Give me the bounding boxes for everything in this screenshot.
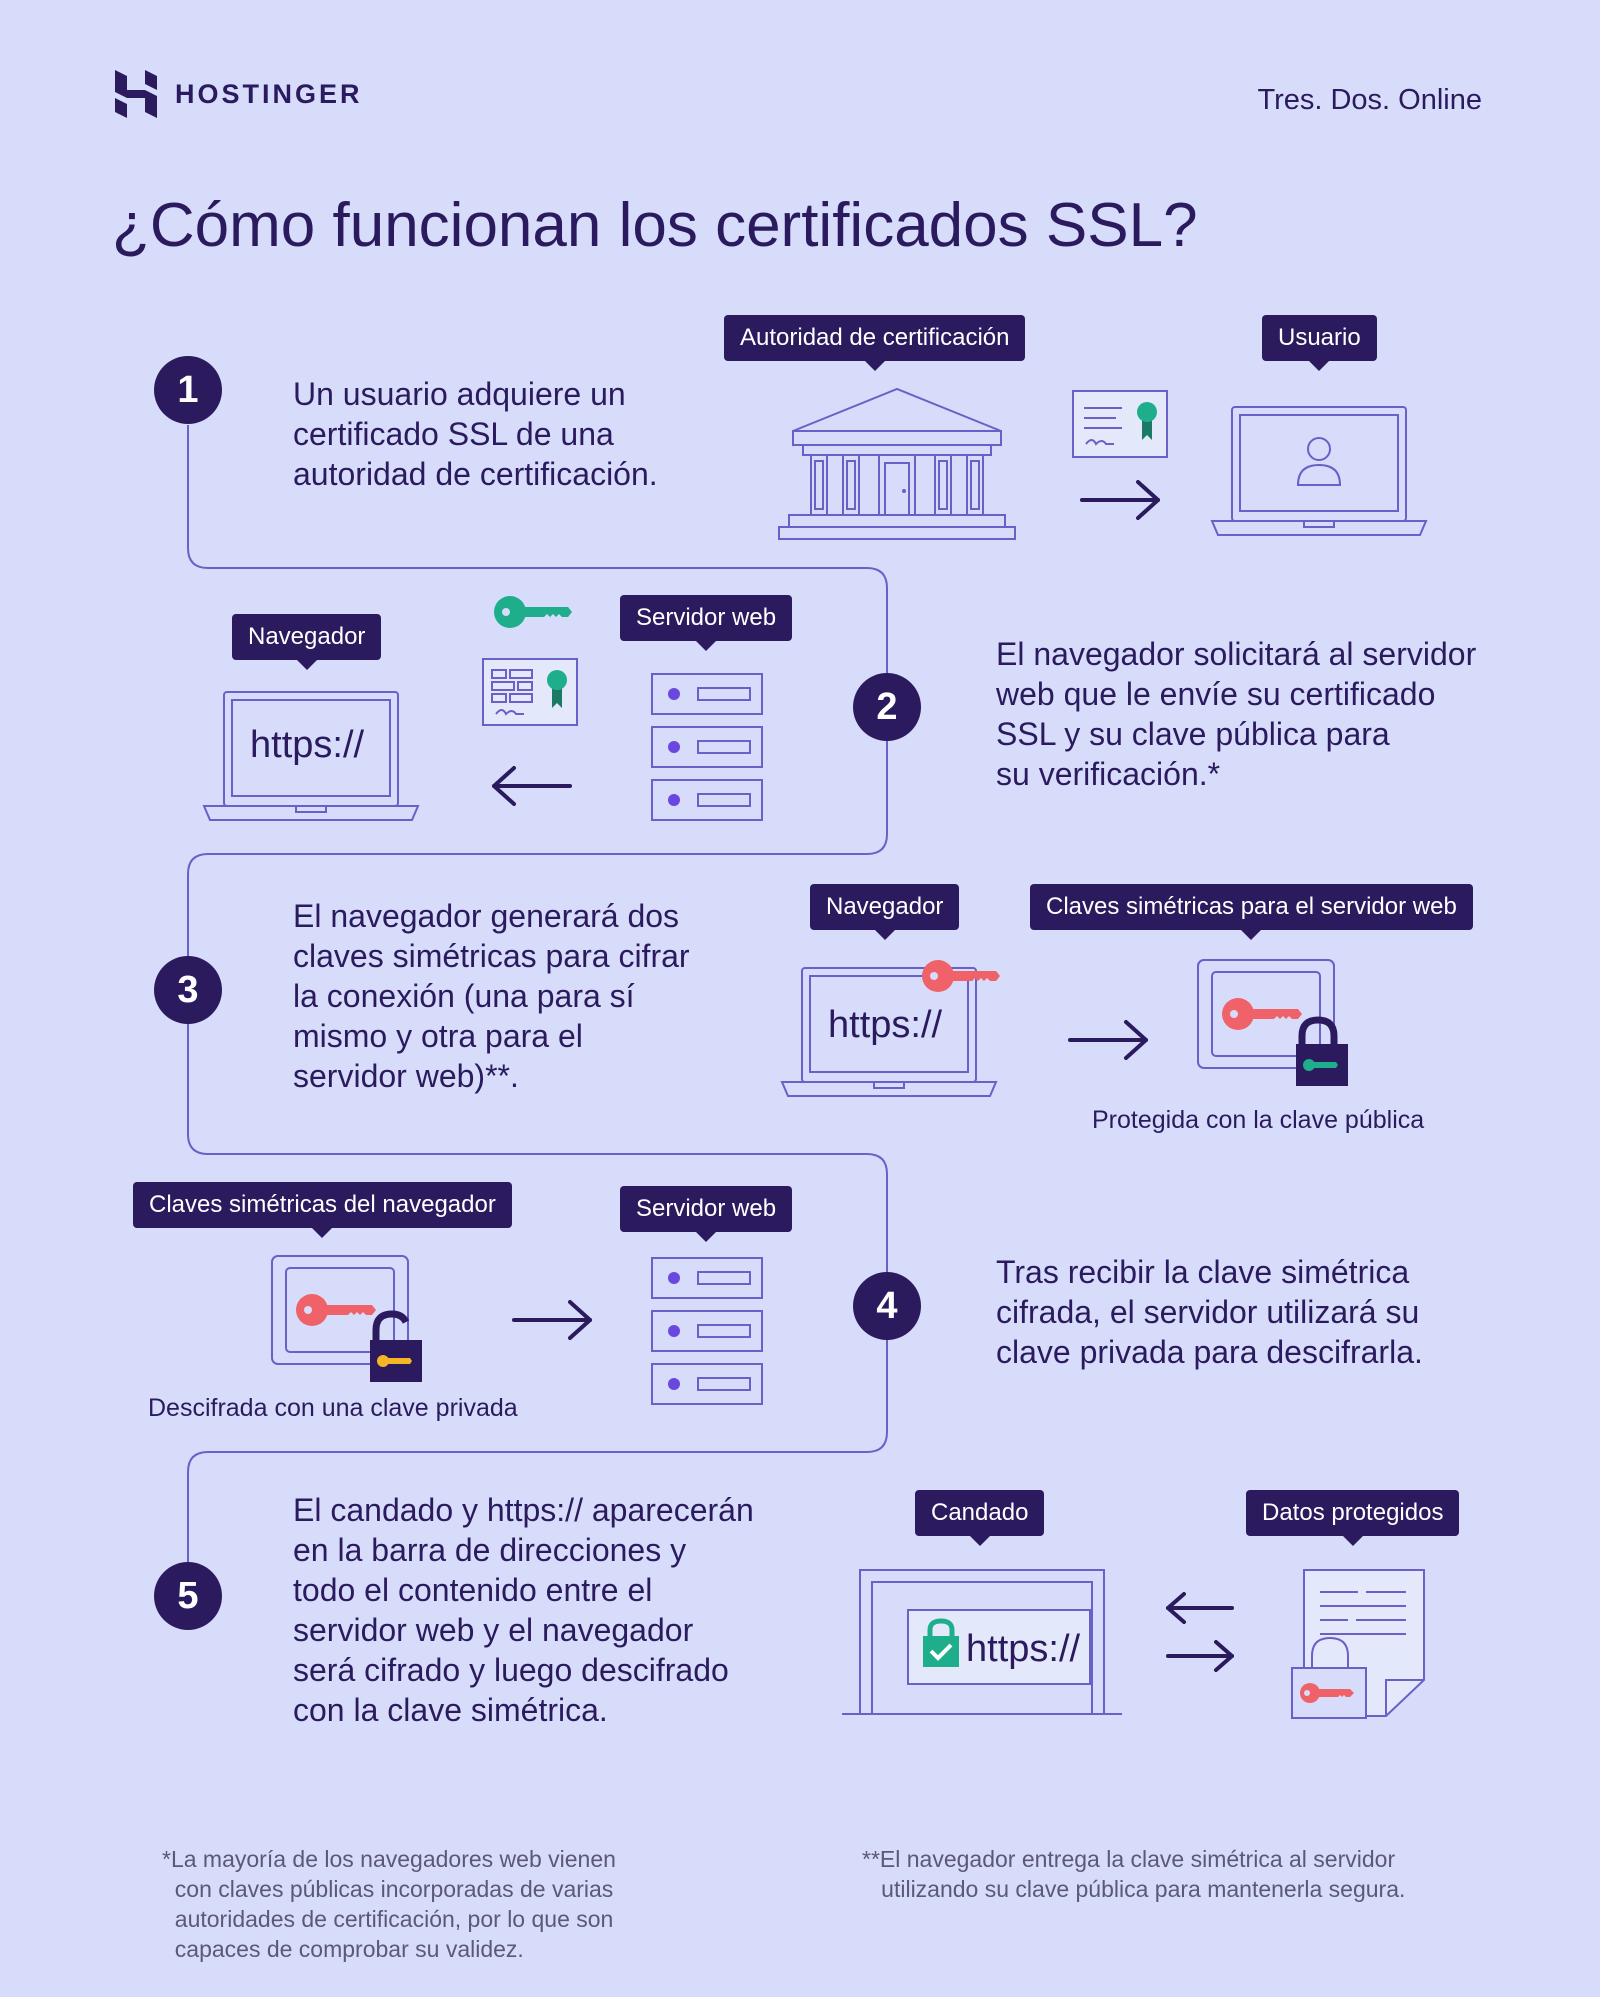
https-text-step3: https:// [828,1004,943,1046]
brand: HOSTINGER [115,70,363,118]
browser-laptop-icon [202,691,420,821]
public-key-icon [494,596,572,628]
symmetric-key-icon [922,960,1000,992]
bank-building-icon [778,387,1016,540]
tag-user: Usuario [1262,315,1377,371]
step-number-1: 1 [154,356,222,424]
tag-symmetric-keys-server: Claves simétricas para el servidor web [1030,884,1473,940]
hostinger-logo-icon [115,70,157,118]
padlock-check-icon [923,1618,959,1667]
locked-key-box-icon [271,1255,422,1382]
step-number-3: 3 [154,956,222,1024]
browser-laptop-icon [780,967,998,1097]
tag-protected-data: Datos protegidos [1246,1490,1460,1546]
arrow-left-icon [492,766,572,806]
step-number-4: 4 [853,1272,921,1340]
page-title: ¿Cómo funcionan los certificados SSL? [112,191,1198,260]
web-server-icon [651,673,763,821]
arrow-right-icon [1068,1020,1148,1060]
tag-certificate-authority: Autoridad de certificación [724,315,1026,371]
tag-web-server-step4: Servidor web [620,1186,793,1242]
arrow-right-icon [1080,480,1160,520]
tag-symmetric-keys-browser: Claves simétricas del navegador [133,1182,512,1238]
brand-name: HOSTINGER [175,78,363,109]
bidirectional-arrows-icon [1166,1592,1234,1672]
user-laptop-icon [1210,406,1428,536]
caption-decrypted-private-key: Descifrada con una clave privada [148,1394,518,1422]
tag-browser-step3: Navegador [810,884,960,940]
step-number-5: 5 [154,1562,222,1630]
tag-padlock: Candado [915,1490,1045,1546]
certificate-icon [1072,390,1168,458]
caption-protected-public-key: Protegida con la clave pública [1092,1106,1425,1134]
web-server-icon [651,1257,763,1405]
tag-browser-step2: Navegador [232,614,382,670]
partner-name: Tres. Dos. Online [1257,84,1482,116]
https-text-step2: https:// [250,724,365,766]
locked-key-box-icon [1197,959,1348,1086]
tag-web-server-step2: Servidor web [620,595,793,651]
arrow-right-icon [512,1300,592,1340]
step-number-2: 2 [853,673,921,741]
https-text-step5: https:// [966,1628,1081,1670]
certificate-icon [482,658,578,726]
footnote-symmetric-key: **El navegador entrega la clave simétric… [862,1846,1406,1902]
protected-document-icon [1291,1569,1425,1719]
footnote-public-keys: *La mayoría de los navegadores web viene… [162,1846,616,1962]
